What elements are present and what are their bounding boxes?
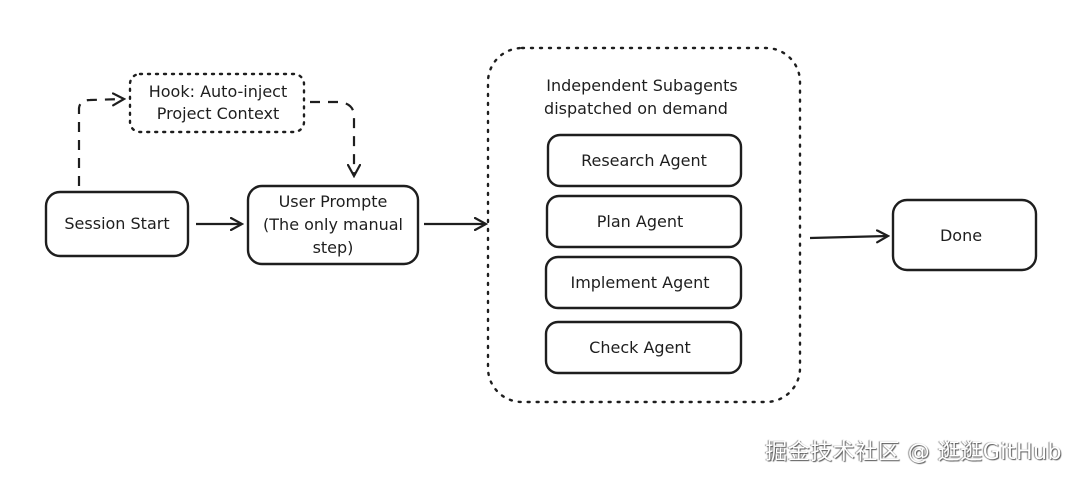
- node-done-label: Done: [940, 226, 982, 245]
- node-user-prompt-line3: step): [313, 238, 354, 257]
- subagents-group: Independent Subagents dispatched on dema…: [486, 46, 802, 404]
- agent-research-label: Research Agent: [581, 151, 707, 170]
- agent-plan[interactable]: Plan Agent: [545, 194, 743, 249]
- node-session-start[interactable]: Session Start: [44, 190, 190, 258]
- node-user-prompt[interactable]: User Prompte (The only manual step): [246, 184, 420, 266]
- subagents-title-line2: dispatched on demand: [544, 99, 728, 118]
- node-hook-label-line2: Project Context: [157, 104, 280, 123]
- node-done[interactable]: Done: [891, 198, 1038, 272]
- edge-hook-to-prompt: [310, 100, 354, 176]
- node-user-prompt-line2: (The only manual: [263, 215, 403, 234]
- agent-research[interactable]: Research Agent: [546, 133, 743, 188]
- agent-plan-label: Plan Agent: [597, 212, 683, 231]
- edge-subagents-to-done: [809, 236, 888, 238]
- agent-check-label: Check Agent: [589, 338, 691, 357]
- agent-check[interactable]: Check Agent: [544, 320, 743, 375]
- agent-implement[interactable]: Implement Agent: [544, 255, 743, 310]
- watermark: 掘金技术社区 @ 逛逛GitHub: [765, 440, 1062, 465]
- node-hook[interactable]: Hook: Auto-inject Project Context: [128, 72, 306, 134]
- node-session-start-label: Session Start: [64, 214, 169, 233]
- edge-session-to-hook: [77, 99, 124, 186]
- agent-implement-label: Implement Agent: [570, 273, 709, 292]
- node-user-prompt-line1: User Prompte: [279, 192, 388, 211]
- subagents-title-line1: Independent Subagents: [546, 76, 738, 95]
- node-hook-label-line1: Hook: Auto-inject: [149, 82, 288, 101]
